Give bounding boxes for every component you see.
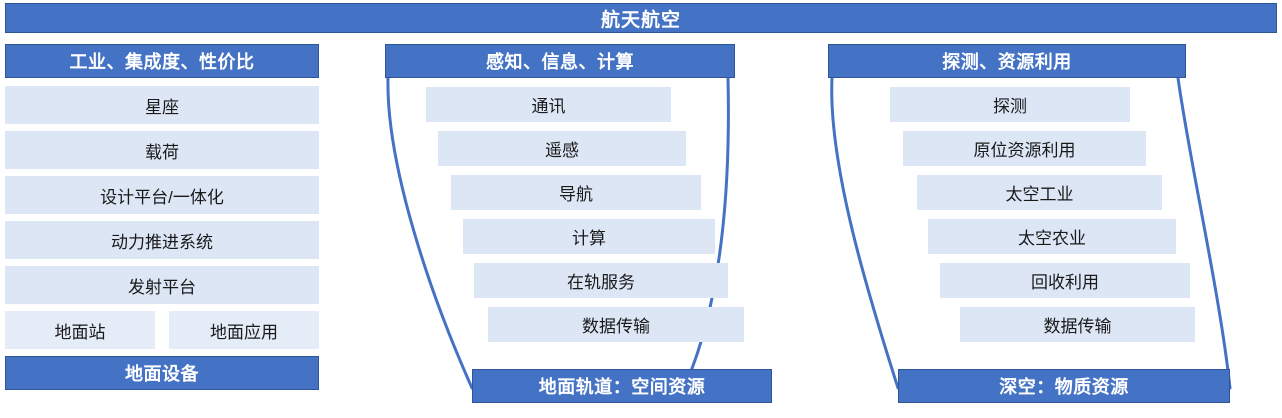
column-industry-footer-label: 地面设备 bbox=[125, 364, 199, 384]
list-item[interactable]: 计算 bbox=[463, 219, 715, 254]
list-item[interactable]: 原位资源利用 bbox=[903, 131, 1146, 166]
list-item[interactable]: 设计平台/一体化 bbox=[5, 176, 319, 214]
list-item-label: 地面站 bbox=[54, 322, 106, 342]
list-item-label: 太空工业 bbox=[1005, 185, 1074, 204]
column-sensing-header-label: 感知、信息、计算 bbox=[486, 52, 634, 72]
list-item[interactable]: 数据传输 bbox=[488, 307, 744, 342]
column-industry: 工业、集成度、性价比 星座 载荷 设计平台/一体化 动力推进系统 发射平台 地面… bbox=[2, 44, 322, 414]
list-item-label: 遥感 bbox=[545, 141, 579, 160]
list-item-label: 太空农业 bbox=[1018, 229, 1086, 248]
list-item-split-right[interactable]: 地面应用 bbox=[169, 311, 319, 349]
column-exploration-footer: 深空：物质资源 bbox=[898, 369, 1230, 403]
column-industry-footer: 地面设备 bbox=[5, 356, 319, 390]
list-item[interactable]: 探测 bbox=[890, 87, 1130, 122]
list-item-label: 数据传输 bbox=[1043, 317, 1112, 336]
list-item-label: 数据传输 bbox=[582, 317, 650, 336]
column-sensing-footer-label: 地面轨道：空间资源 bbox=[538, 377, 706, 397]
list-item-label: 在轨服务 bbox=[567, 273, 635, 292]
column-sensing-footer: 地面轨道：空间资源 bbox=[472, 369, 772, 403]
list-item-label: 载荷 bbox=[145, 142, 179, 162]
list-item-label: 原位资源利用 bbox=[973, 141, 1076, 160]
list-item-label: 计算 bbox=[572, 229, 606, 248]
list-item-label: 地面应用 bbox=[210, 322, 278, 342]
list-item-split-left[interactable]: 地面站 bbox=[5, 311, 155, 349]
list-item[interactable]: 通讯 bbox=[426, 87, 671, 122]
list-item[interactable]: 发射平台 bbox=[5, 266, 319, 304]
list-item-label: 导航 bbox=[559, 185, 593, 204]
list-item-label: 设计平台/一体化 bbox=[100, 187, 224, 207]
column-exploration-footer-label: 深空：物质资源 bbox=[999, 377, 1129, 397]
list-item-label: 动力推进系统 bbox=[111, 232, 213, 252]
list-item[interactable]: 在轨服务 bbox=[474, 263, 728, 298]
column-exploration: 探测、资源利用 探测 原位资源利用 太空工业 太空农业 回收利用 数据传输 深空… bbox=[820, 44, 1280, 414]
column-exploration-header-label: 探测、资源利用 bbox=[942, 52, 1072, 72]
list-item[interactable]: 遥感 bbox=[438, 131, 686, 166]
list-item-label: 探测 bbox=[993, 97, 1027, 116]
list-item[interactable]: 动力推进系统 bbox=[5, 221, 319, 259]
list-item[interactable]: 载荷 bbox=[5, 131, 319, 169]
column-exploration-header: 探测、资源利用 bbox=[828, 44, 1186, 78]
list-item-label: 星座 bbox=[145, 97, 179, 117]
list-item[interactable]: 导航 bbox=[451, 175, 701, 210]
column-sensing: 感知、信息、计算 通讯 遥感 导航 计算 在轨服务 数据传输 地面轨道：空间资源 bbox=[378, 44, 778, 414]
list-item-label: 发射平台 bbox=[128, 277, 196, 297]
list-item[interactable]: 太空工业 bbox=[917, 175, 1162, 210]
list-item[interactable]: 太空农业 bbox=[928, 219, 1176, 254]
column-sensing-header: 感知、信息、计算 bbox=[385, 44, 735, 78]
column-industry-header-label: 工业、集成度、性价比 bbox=[69, 52, 255, 72]
list-item[interactable]: 数据传输 bbox=[960, 307, 1195, 342]
list-item[interactable]: 星座 bbox=[5, 86, 319, 124]
list-item-label: 通讯 bbox=[531, 97, 566, 116]
list-item[interactable]: 回收利用 bbox=[940, 263, 1190, 298]
top-banner-title: 航天航空 bbox=[600, 9, 681, 31]
diagram-top-banner: 航天航空 bbox=[5, 3, 1277, 33]
column-industry-header: 工业、集成度、性价比 bbox=[5, 44, 319, 78]
list-item-label: 回收利用 bbox=[1031, 273, 1099, 292]
